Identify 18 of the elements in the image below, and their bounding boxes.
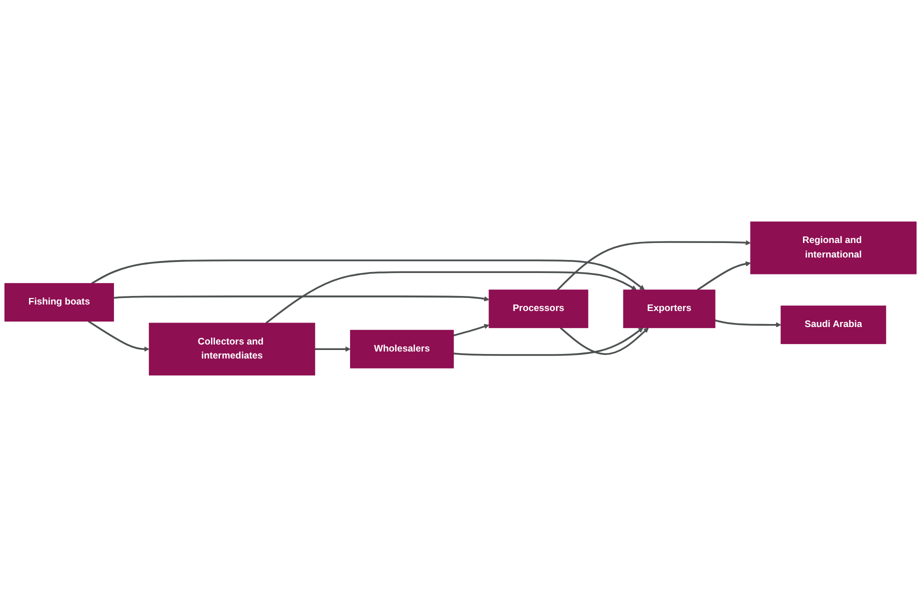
node-box: Fishing boats [4, 283, 114, 322]
arrow [697, 261, 751, 291]
node-box: Processors [488, 290, 588, 328]
node-box: Wholesalers [350, 330, 454, 368]
node-box: Exporters [623, 290, 716, 328]
arrow [714, 320, 782, 328]
node-box: Saudi Arabia [780, 306, 886, 344]
arrow [114, 296, 490, 302]
arrow [453, 328, 644, 356]
node-box: Collectors and intermediates [148, 322, 316, 376]
node-box: Regional and international [750, 222, 917, 274]
arrow [560, 327, 649, 355]
arrow [266, 271, 637, 324]
arrow [556, 240, 751, 291]
arrow [88, 320, 150, 352]
arrow [453, 324, 490, 336]
arrow [91, 259, 645, 290]
arrow [314, 346, 351, 352]
